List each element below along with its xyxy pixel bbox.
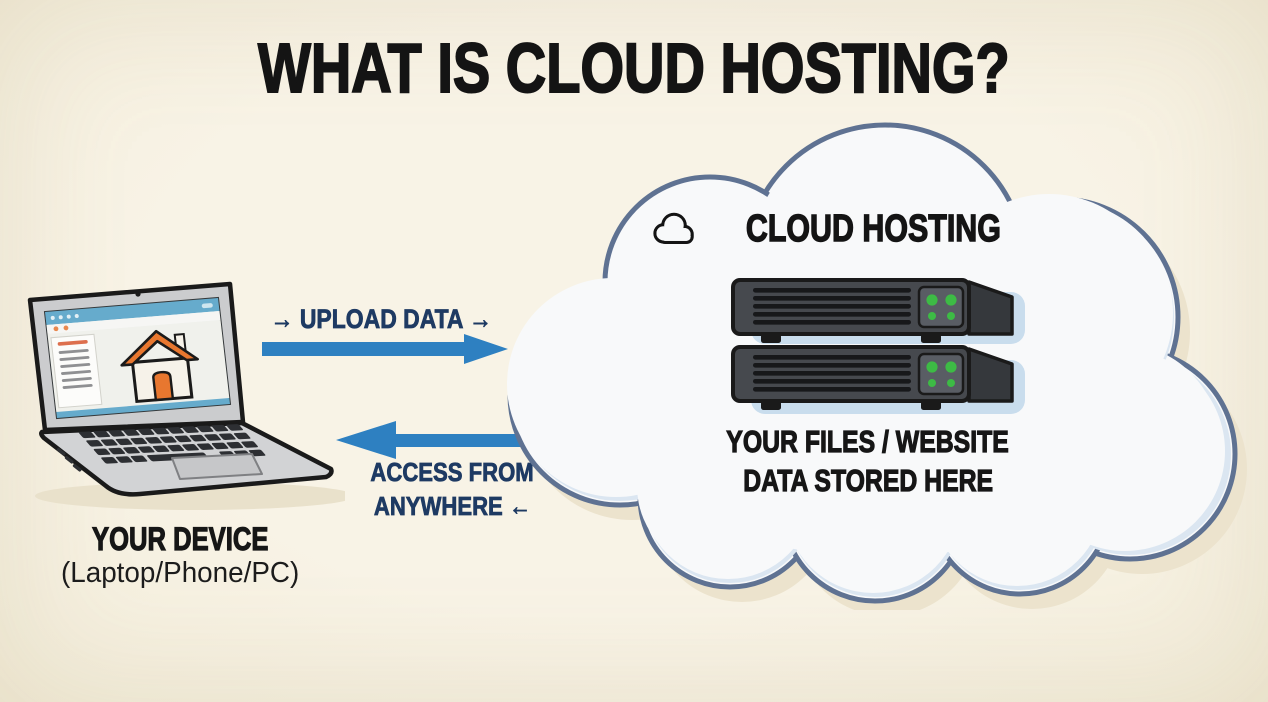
laptop-illustration [27, 281, 345, 510]
server-unit-1 [731, 278, 1014, 343]
browser-sidebar [50, 333, 103, 409]
page-title-text: WHAT IS CLOUD HOSTING? [257, 28, 1010, 108]
cloud-hosting-panel: CLOUD HOSTING [495, 112, 1255, 610]
browser-statusbar [56, 397, 230, 418]
cloud-heading-text: CLOUD HOSTING [745, 207, 1001, 250]
server-vents [753, 288, 911, 325]
device-sublabel: (Laptop/Phone/PC) [60, 557, 300, 589]
cloud-heading: CLOUD HOSTING [495, 204, 1185, 254]
side-ports [56, 447, 82, 472]
page-title: WHAT IS CLOUD HOSTING? [0, 28, 1268, 108]
house-icon [120, 329, 199, 404]
cloud-caption: YOUR FILES / WEBSITE DATA STORED HERE [726, 423, 1010, 499]
house-door [152, 370, 175, 402]
browser-titlebar [45, 297, 220, 325]
server-vents [753, 355, 911, 392]
device-label: YOUR DEVICE [91, 520, 269, 557]
led-panel [917, 285, 965, 329]
cloud-outline-icon [652, 212, 694, 244]
house-roof [120, 329, 199, 367]
server-rack-icon [731, 278, 1025, 414]
server-unit-2 [731, 345, 1014, 410]
upload-label: → UPLOAD DATA → [270, 304, 492, 335]
status-leds [926, 294, 957, 320]
led-panel [917, 352, 965, 396]
access-label: ACCESS FROM ANYWHERE ← [370, 457, 534, 522]
upload-arrow-icon [262, 334, 508, 364]
browser-toolbar [46, 310, 221, 334]
cloud-shape [507, 122, 1247, 610]
keyboard [78, 424, 266, 464]
browser-window [43, 296, 232, 420]
trackpad [171, 453, 263, 480]
status-leds [926, 361, 957, 387]
webcam-dot [135, 291, 141, 297]
